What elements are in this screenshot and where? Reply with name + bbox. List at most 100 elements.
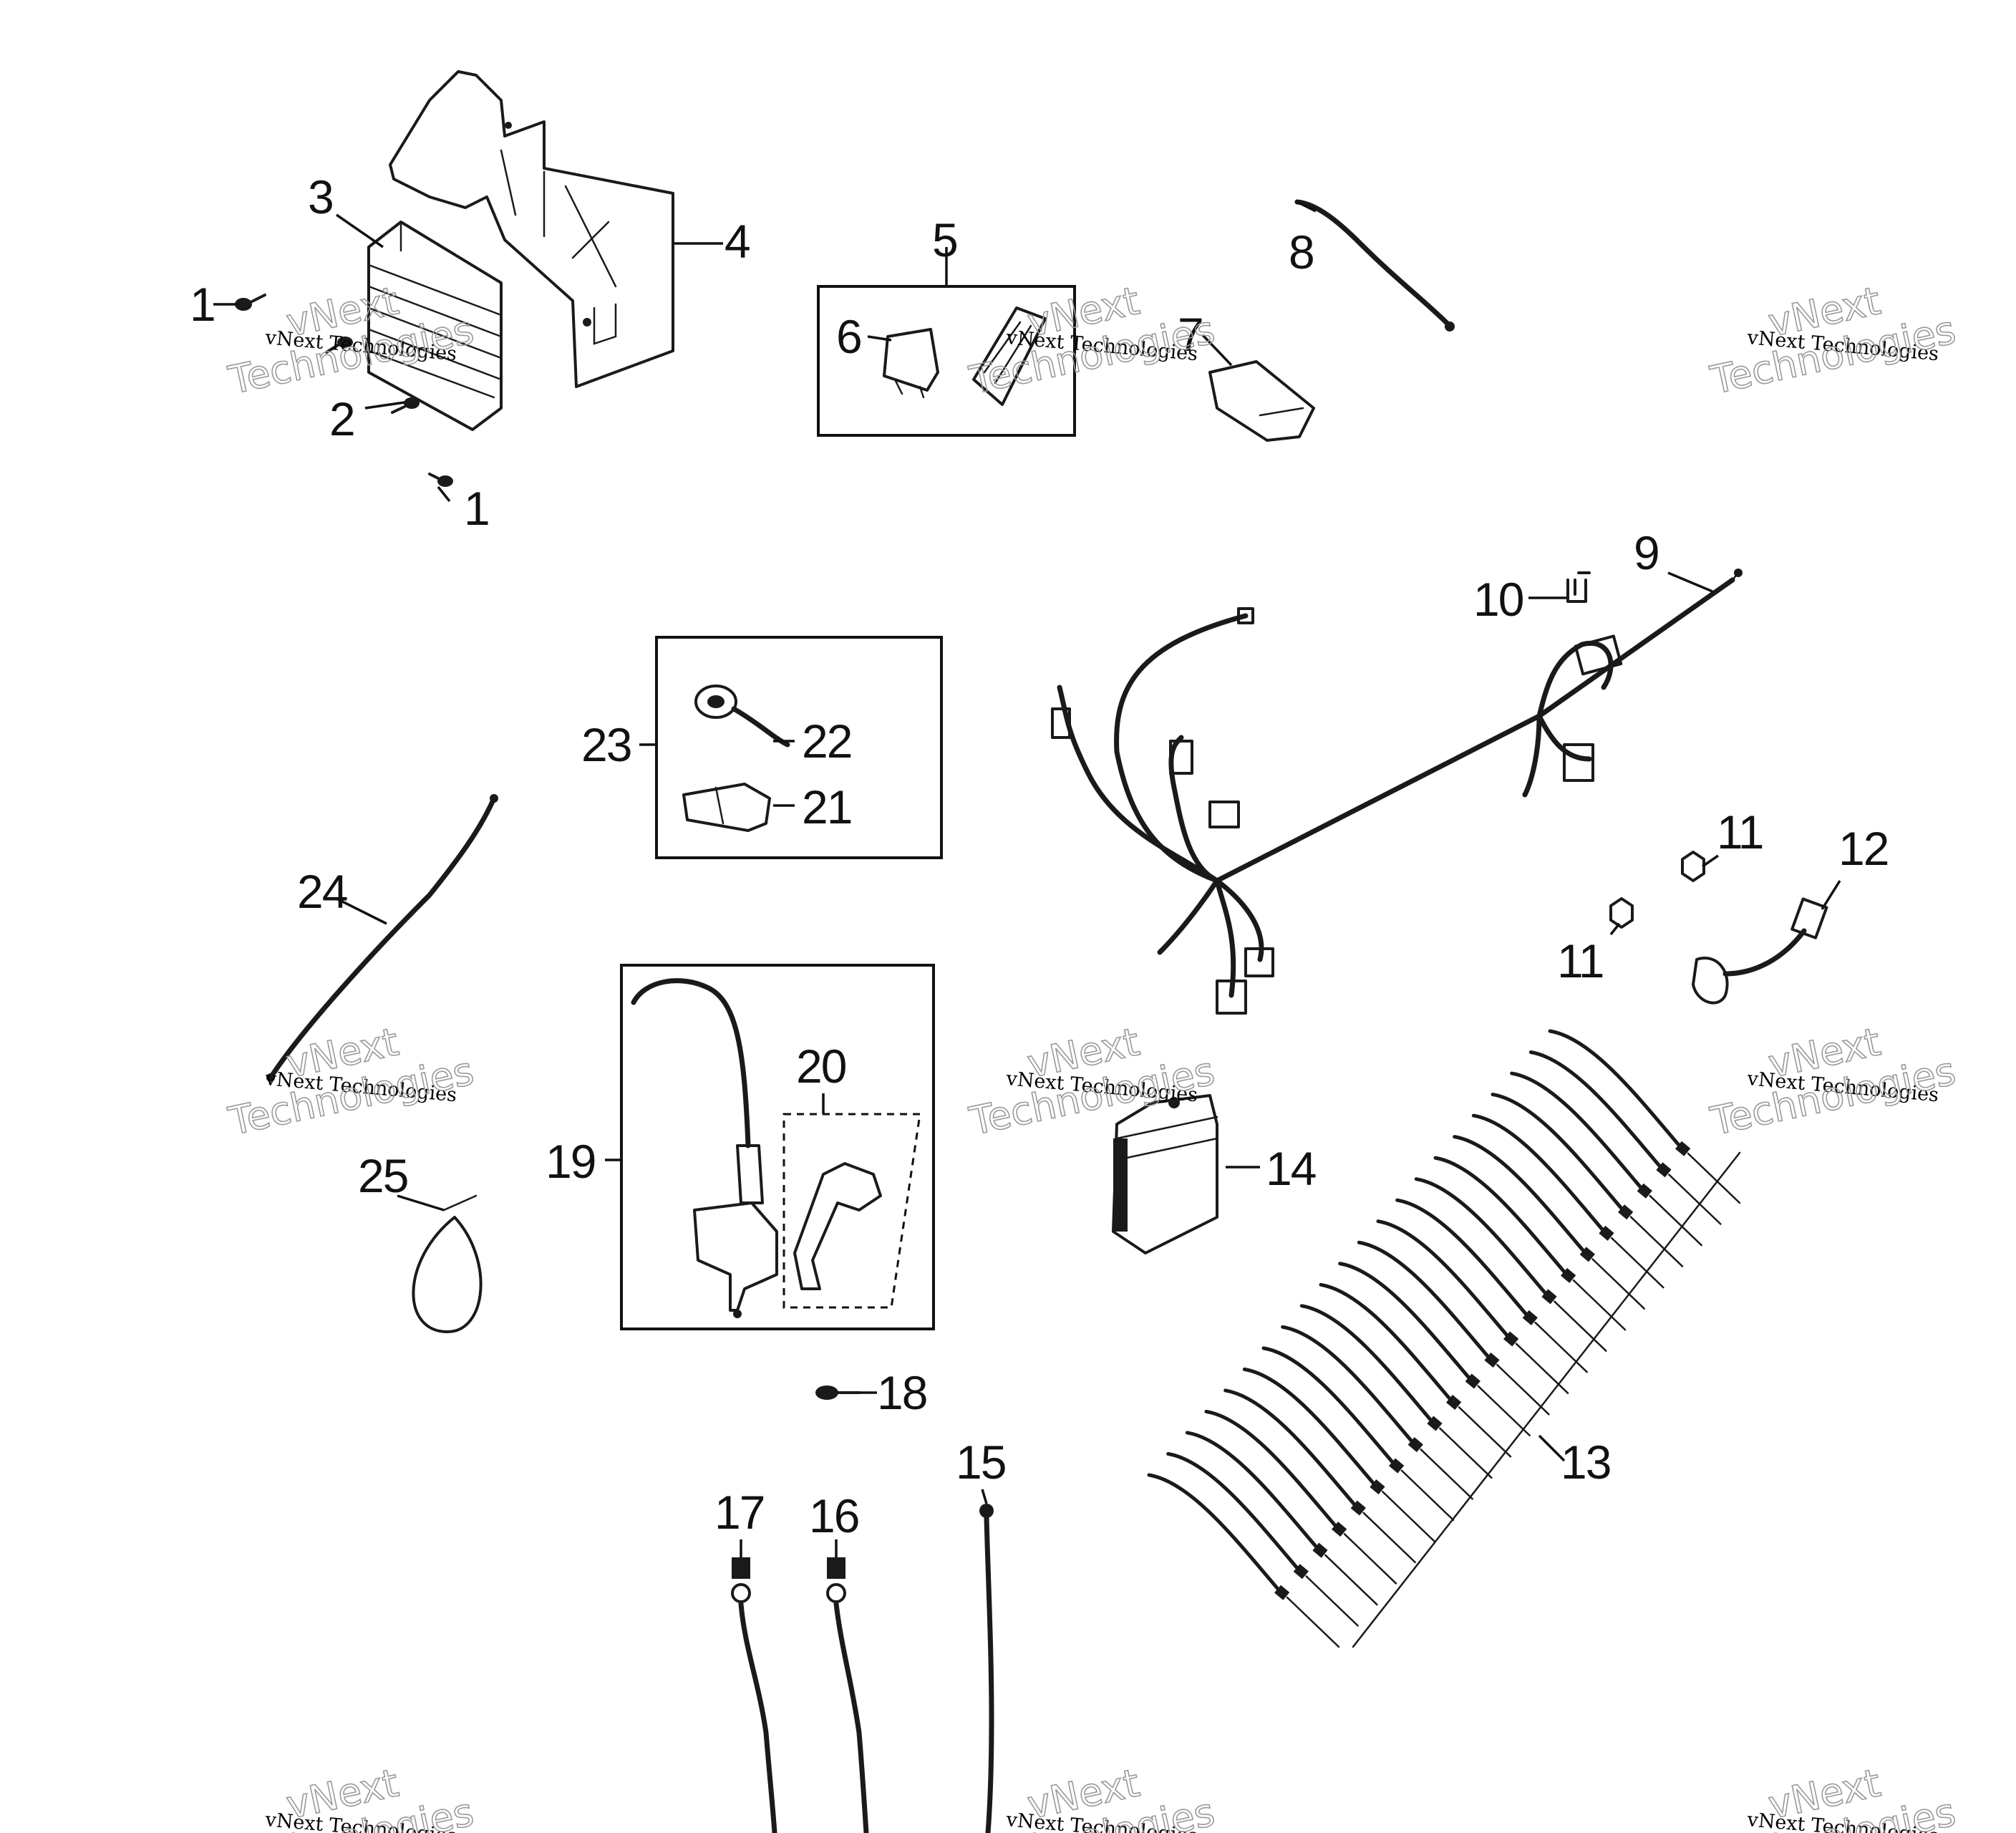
wire-leader [1572,1279,1627,1331]
wire-strand [1548,1029,1685,1151]
callout-21: 21 [802,780,851,833]
wire-terminal [1541,1289,1557,1305]
wire-terminal [1599,1225,1614,1241]
wire-terminal [1407,1437,1423,1453]
callout-11a: 11 [1717,806,1763,859]
wire-16-part [826,1557,869,1833]
wire-terminal [1293,1564,1309,1580]
clip-part [1566,571,1591,603]
wire-leader [1324,1554,1378,1606]
wire-terminal [1618,1204,1634,1220]
spark-plug-cap-part [793,1162,882,1290]
callout-10: 10 [1473,573,1523,626]
bolt-part [235,294,453,487]
callout-22: 22 [802,715,851,768]
callout-20: 20 [796,1040,846,1093]
wire-terminal [1465,1373,1480,1389]
bolt-18-part [815,1385,861,1400]
wire-terminal [1274,1585,1290,1600]
wire-terminal [1561,1267,1576,1283]
wire-strand [1147,1473,1284,1595]
wire-leader [1496,1363,1550,1416]
callout-9: 9 [1634,526,1659,579]
callout-8: 8 [1289,226,1314,279]
wire-strand [1376,1219,1513,1342]
wire-terminal [1389,1458,1405,1474]
wire-leader [1554,1300,1607,1352]
wire-terminal [1503,1331,1519,1347]
callout-18: 18 [877,1366,926,1419]
wire-terminal [1446,1395,1462,1411]
lock-part [682,783,771,832]
wire-strand [1261,1346,1398,1469]
wire-leader [1591,1258,1645,1310]
wire-strand [1395,1198,1532,1320]
callout-17: 17 [714,1486,764,1539]
key-switch-part [694,685,790,748]
wire-leader [1400,1469,1455,1522]
wire-strand [1414,1177,1551,1300]
sub-box-20 [782,1113,921,1309]
wire-terminal [1656,1162,1672,1178]
cable-part [266,794,498,1082]
wire-terminal [1427,1416,1443,1431]
wire-17-part [731,1557,777,1833]
wire-strand [1281,1325,1418,1447]
callout-labels: 1 1 2 3 4 5 6 7 8 9 10 11 11 12 13 14 15… [190,170,1889,1542]
connector-part [1208,360,1315,442]
wire-strand [1453,1135,1589,1257]
callout-25: 25 [358,1149,407,1202]
battery-part [1112,1094,1218,1254]
callout-6: 6 [836,310,861,363]
nut-part [1609,851,1705,929]
callout-23: 23 [581,718,631,771]
callout-12: 12 [1838,822,1888,875]
kit-box-19 [620,964,935,1330]
wire-terminal [1675,1141,1691,1156]
wire-strand [1166,1451,1303,1574]
callout-4: 4 [724,215,750,268]
wire-strand [1338,1262,1475,1384]
callout-3: 3 [308,170,333,223]
wire-leader [1305,1575,1359,1627]
wire-15-part [979,1504,994,1833]
wire-strand [1319,1282,1455,1405]
callout-1b: 1 [464,482,489,535]
wire-leader [1515,1343,1569,1394]
wire-terminal [1522,1310,1538,1325]
wire-strand [1471,1113,1608,1236]
wire-strand [1433,1156,1570,1278]
short-wire-part [1294,199,1455,332]
wire-terminal [1484,1352,1500,1368]
callout-24: 24 [297,865,347,918]
wire-strand [1185,1431,1322,1553]
wire-terminal [1332,1522,1347,1537]
wire-terminal [1350,1500,1366,1516]
wire-leader [1343,1533,1397,1585]
wire-strand [1491,1093,1627,1215]
cable-tie-part [412,1194,483,1333]
wire-leader [1439,1427,1493,1479]
callout-7: 7 [1178,308,1203,361]
wire-strand [1223,1388,1360,1511]
wire-strand [1242,1367,1379,1489]
wire-leader [1458,1406,1512,1458]
wire-strand [1299,1304,1436,1426]
kit-box-23 [655,636,943,859]
wire-terminal [1370,1479,1385,1495]
regulator-rectifier-part [367,221,503,431]
wire-leader [1382,1491,1435,1542]
main-wiring-harness-part [1051,569,1743,1015]
callout-14: 14 [1266,1142,1316,1195]
wire-terminal [1637,1183,1652,1199]
wire-set-part [1147,1029,1741,1648]
sensor-part [1692,897,1828,1005]
callout-1a: 1 [190,278,215,331]
wire-strand [1510,1071,1647,1194]
